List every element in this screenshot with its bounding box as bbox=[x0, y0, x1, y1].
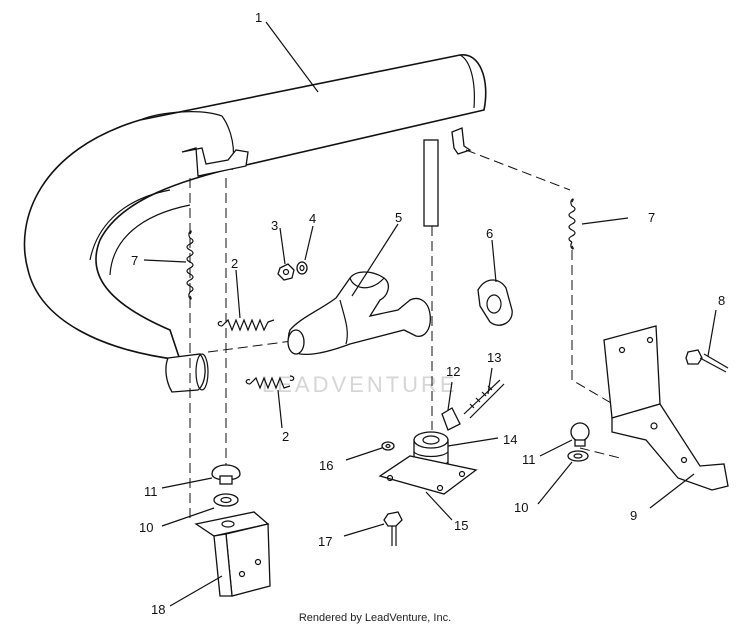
gasket-6 bbox=[477, 279, 513, 326]
label-part-10-left: 10 bbox=[139, 520, 153, 535]
label-part-4: 4 bbox=[309, 211, 316, 226]
label-part-2-lower: 2 bbox=[282, 429, 289, 444]
bracket-9 bbox=[603, 325, 729, 491]
bolt-17 bbox=[383, 511, 403, 546]
label-part-18: 18 bbox=[151, 602, 165, 617]
label-part-2-upper: 2 bbox=[231, 256, 238, 271]
bolt-8 bbox=[685, 349, 729, 373]
label-part-3: 3 bbox=[271, 218, 278, 233]
label-part-5: 5 bbox=[395, 210, 402, 225]
spring-7-right bbox=[568, 198, 576, 250]
exhaust-pipe-5 bbox=[287, 271, 431, 356]
bolt-13 bbox=[463, 379, 505, 419]
label-part-6: 6 bbox=[486, 226, 493, 241]
nut-3 bbox=[277, 263, 295, 281]
label-part-9: 9 bbox=[630, 508, 637, 523]
washer-16 bbox=[381, 441, 395, 451]
part-labels: 1 2 3 4 5 6 7 7 8 2 12 13 14 16 11 11 10… bbox=[131, 10, 725, 617]
label-part-7-left: 7 bbox=[131, 253, 138, 268]
grommet-11-left bbox=[211, 464, 241, 485]
footer-credit: Rendered by LeadVenture, Inc. bbox=[298, 612, 452, 624]
label-part-10-right: 10 bbox=[514, 500, 528, 515]
bracket-18 bbox=[194, 511, 271, 597]
label-part-11-right: 11 bbox=[522, 452, 536, 467]
spring-2-lower bbox=[245, 375, 295, 390]
washer-10-left bbox=[213, 493, 239, 507]
muffler bbox=[23, 54, 487, 393]
leader-lines bbox=[143, 21, 717, 607]
label-part-16: 16 bbox=[319, 458, 333, 473]
label-part-17: 17 bbox=[318, 534, 332, 549]
alignment-lines bbox=[189, 149, 641, 520]
label-part-11-left: 11 bbox=[144, 484, 158, 499]
label-part-1: 1 bbox=[255, 10, 262, 25]
washer-10-right bbox=[567, 450, 589, 462]
label-part-13: 13 bbox=[487, 350, 501, 365]
watermark: LEADVENTURE bbox=[262, 372, 458, 397]
grommet-11-right bbox=[570, 422, 590, 447]
washer-4 bbox=[296, 261, 308, 275]
label-part-8: 8 bbox=[718, 293, 725, 308]
spring-2-upper bbox=[217, 318, 275, 332]
spring-7-left bbox=[186, 230, 194, 300]
label-part-14: 14 bbox=[503, 432, 517, 447]
label-part-15: 15 bbox=[454, 518, 468, 533]
mount-plate-15 bbox=[378, 455, 478, 495]
clamp-12 bbox=[441, 407, 461, 431]
label-part-12: 12 bbox=[446, 364, 460, 379]
label-part-7-right: 7 bbox=[648, 210, 655, 225]
